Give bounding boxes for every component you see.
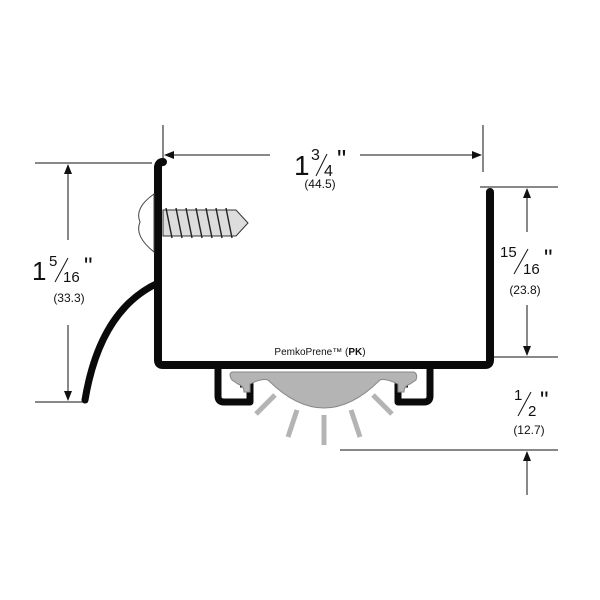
flange-height-mm: (33.3) <box>53 291 84 305</box>
width-inch-mark: " <box>337 144 346 174</box>
product-name: PemkoPrene™ <box>274 347 342 358</box>
width-dimension: 1 3 4 " (44.5) <box>162 125 484 191</box>
flange-height-whole: 1 <box>32 256 46 286</box>
leg-height-numerator: 15 <box>500 244 517 261</box>
right-seal-channel <box>394 365 434 406</box>
sweep-profile <box>81 158 494 406</box>
flange-height-inch-mark: " <box>84 253 93 280</box>
drip-lip <box>81 279 162 404</box>
left-seal-channel <box>214 365 254 406</box>
seal-depth-denominator: 2 <box>528 403 536 420</box>
flange-height-numerator: 5 <box>49 253 57 270</box>
product-label: PemkoPrene™ (PK) <box>274 347 365 358</box>
flange-height-denominator: 16 <box>63 269 80 286</box>
pemkoprene-seal <box>229 371 418 445</box>
leg-height-mm: (23.8) <box>509 283 540 297</box>
screw-icon <box>138 193 249 254</box>
width-mm: (44.5) <box>304 177 335 191</box>
width-denominator: 4 <box>324 163 333 180</box>
leg-height-dimension: 15 16 " (23.8) <box>480 186 558 358</box>
leg-height-inch-mark: " <box>544 245 553 272</box>
seal-depth-inch-mark: " <box>540 387 549 414</box>
width-numerator: 3 <box>311 147 320 164</box>
leg-height-denominator: 16 <box>523 261 540 278</box>
product-code: PK <box>348 347 363 358</box>
flange-height-dimension: 1 5 16 " (33.3) <box>32 162 152 403</box>
seal-depth-numerator: 1 <box>514 387 522 404</box>
seal-depth-dimension: 1 2 " (12.7) <box>340 387 558 495</box>
seal-depth-mm: (12.7) <box>513 423 544 437</box>
width-whole: 1 <box>294 150 310 181</box>
